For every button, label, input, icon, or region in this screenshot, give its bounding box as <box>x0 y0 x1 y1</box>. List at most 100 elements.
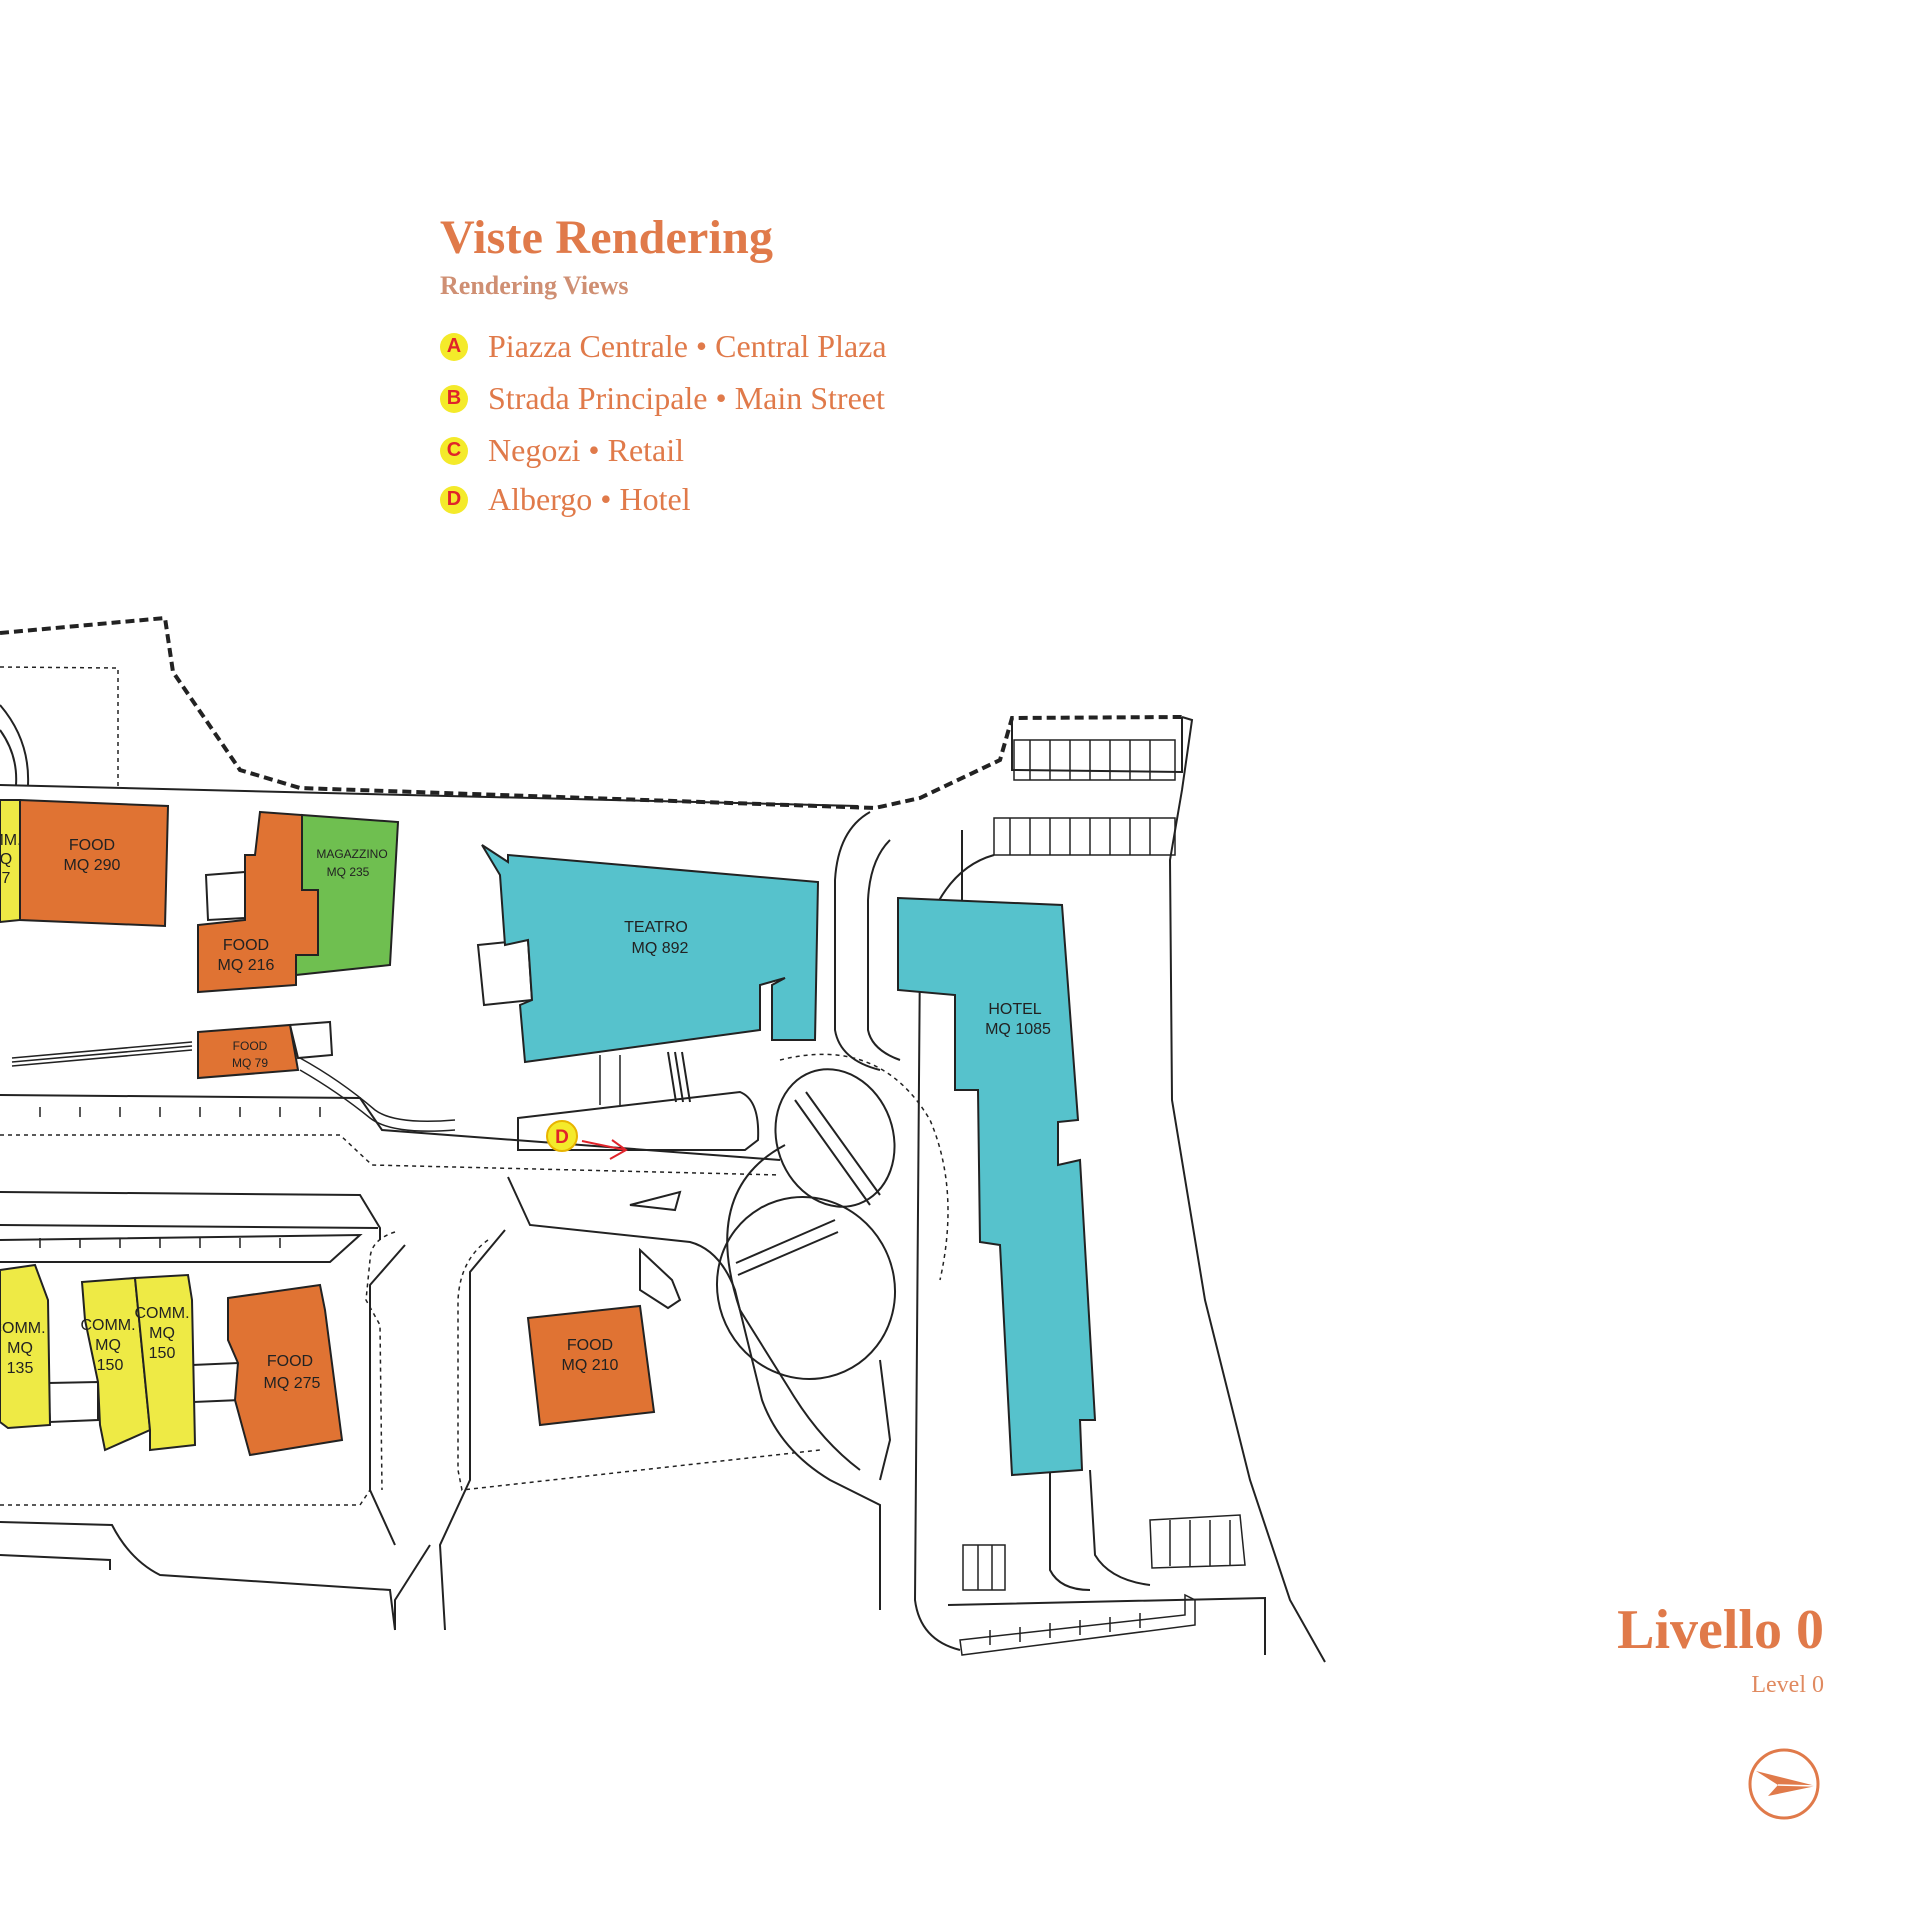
unit-teatro[interactable] <box>481 844 820 1064</box>
parking-bottom <box>1149 1514 1246 1569</box>
legend-item-b[interactable]: B Strada Principale • Main Street <box>440 373 887 425</box>
road-edge <box>0 1554 111 1570</box>
main-road-edge <box>0 1094 781 1161</box>
unit-label-area: MQ 235 <box>327 865 370 879</box>
legend-item-d[interactable]: D Albergo • Hotel <box>440 477 887 523</box>
unit-food-290[interactable] <box>19 798 170 928</box>
legend-subtitle: Rendering Views <box>440 270 629 300</box>
parking-bottom <box>962 1544 1006 1591</box>
service-block <box>288 1020 334 1060</box>
unit-label-name: FOOD <box>567 1337 613 1354</box>
unit-food-79[interactable] <box>197 1023 300 1080</box>
unit-hotel[interactable] <box>897 896 1097 1477</box>
road-edge <box>507 1176 881 1610</box>
unit-comm-150b[interactable] <box>133 1273 197 1452</box>
north-arrow-icon <box>1748 1748 1820 1820</box>
legend-item-label: Negozi • Retail <box>488 432 685 469</box>
unit-label-area: 150 <box>149 1345 176 1362</box>
roundabout-road <box>879 1359 892 1481</box>
teatro-annex <box>476 938 534 1007</box>
unit-label-area: MQ 275 <box>264 1375 321 1392</box>
view-badge-b: B <box>440 384 468 413</box>
site-boundary-dashed <box>0 615 1183 811</box>
unit-label-name: MAGAZZINO <box>316 847 387 861</box>
stair-small <box>639 1247 682 1310</box>
unit-label-area: MQ 1085 <box>985 1021 1051 1038</box>
legend-item-label: Albergo • Hotel <box>488 481 691 518</box>
unit-label-area: 7 <box>2 870 11 887</box>
parking-top-2 <box>993 817 1176 856</box>
unit-label-area: MQ 892 <box>632 940 689 957</box>
unit-label-name: MM. <box>0 832 22 849</box>
service-block <box>190 1361 242 1404</box>
road-triangle <box>629 1190 682 1212</box>
site-edge-east <box>1011 717 1183 774</box>
ramp-arc <box>0 729 18 786</box>
legend-item-label: Piazza Centrale • Central Plaza <box>488 328 887 365</box>
legend-title: Viste Rendering <box>440 211 774 264</box>
unit-label-name: FOOD <box>267 1353 313 1370</box>
main-road-edge <box>0 1224 379 1229</box>
unit-label-area: MQ 290 <box>64 857 121 874</box>
ramp-arc <box>0 704 30 786</box>
unit-label-name: FOOD <box>223 937 269 954</box>
teatro-ramp <box>599 1055 621 1105</box>
site-edge-east <box>1168 716 1326 1663</box>
legend-item-c[interactable]: C Negozi • Retail <box>440 425 887 477</box>
unit-food-210[interactable] <box>526 1304 656 1427</box>
roundabout-road <box>726 1144 861 1471</box>
road-edge <box>394 1544 431 1630</box>
view-marker-badge <box>546 1120 578 1152</box>
legend-item-label: Strada Principale • Main Street <box>488 380 885 417</box>
unit-label-area: Q <box>0 851 12 868</box>
unit-label-area: MQ 79 <box>232 1056 268 1070</box>
hotel-entry <box>1049 1469 1151 1591</box>
unit-label-name: TEATRO <box>624 919 688 936</box>
road-edge <box>0 1521 396 1631</box>
unit-label-area: MQ <box>95 1337 121 1354</box>
site-edge-south <box>947 1596 1266 1655</box>
stairs <box>11 1041 193 1067</box>
unit-label-name: COMM. <box>134 1305 189 1322</box>
site-edge <box>0 666 119 790</box>
service-block <box>204 870 246 922</box>
unit-comm-135[interactable] <box>0 1263 52 1430</box>
teatro-stairs <box>667 1051 691 1103</box>
level-subtitle: Level 0 <box>1751 1671 1824 1698</box>
unit-label-area: MQ 216 <box>218 957 275 974</box>
unit-food-275[interactable] <box>227 1283 344 1457</box>
unit-label-area: 135 <box>7 1360 34 1377</box>
unit-label-area: MQ 210 <box>562 1357 619 1374</box>
parking-top <box>1013 739 1176 781</box>
view-marker-label: D <box>555 1127 569 1148</box>
view-badge-c: C <box>440 436 468 465</box>
road-edge <box>834 811 881 1071</box>
road-edge <box>438 1229 506 1631</box>
roundabout-spoke <box>735 1219 839 1276</box>
roundabout-island-top <box>774 1068 896 1208</box>
unit-label-name: FOOD <box>69 837 115 854</box>
roundabout-island <box>715 1195 897 1381</box>
road-edge <box>867 839 901 1061</box>
view-marker-d[interactable]: D <box>546 1120 628 1160</box>
unit-magazzino[interactable] <box>295 813 400 977</box>
view-badge-a: A <box>440 332 468 361</box>
roundabout-outer <box>779 1053 949 1281</box>
main-road-edge <box>0 1233 363 1263</box>
view-badge-d: D <box>440 485 468 514</box>
stairs <box>299 1057 456 1132</box>
road-edge <box>365 1231 396 1491</box>
road-edge <box>369 1244 406 1546</box>
unit-label-area: 150 <box>97 1357 124 1374</box>
roundabout-spoke <box>794 1091 881 1206</box>
road-edge <box>457 1239 821 1491</box>
main-road-edge <box>0 1191 381 1240</box>
main-road-hatch <box>39 1107 321 1248</box>
level-label: Livello 0 Level 0 <box>1617 1599 1824 1699</box>
legend-item-a[interactable]: A Piazza Centrale • Central Plaza <box>440 321 887 373</box>
unit-label-name: COMM. <box>80 1317 135 1334</box>
service-block <box>46 1380 99 1424</box>
legend: Viste Rendering Rendering Views A Piazza … <box>440 211 887 523</box>
legend-list: A Piazza Centrale • Central Plaza B Strada… <box>440 321 887 523</box>
